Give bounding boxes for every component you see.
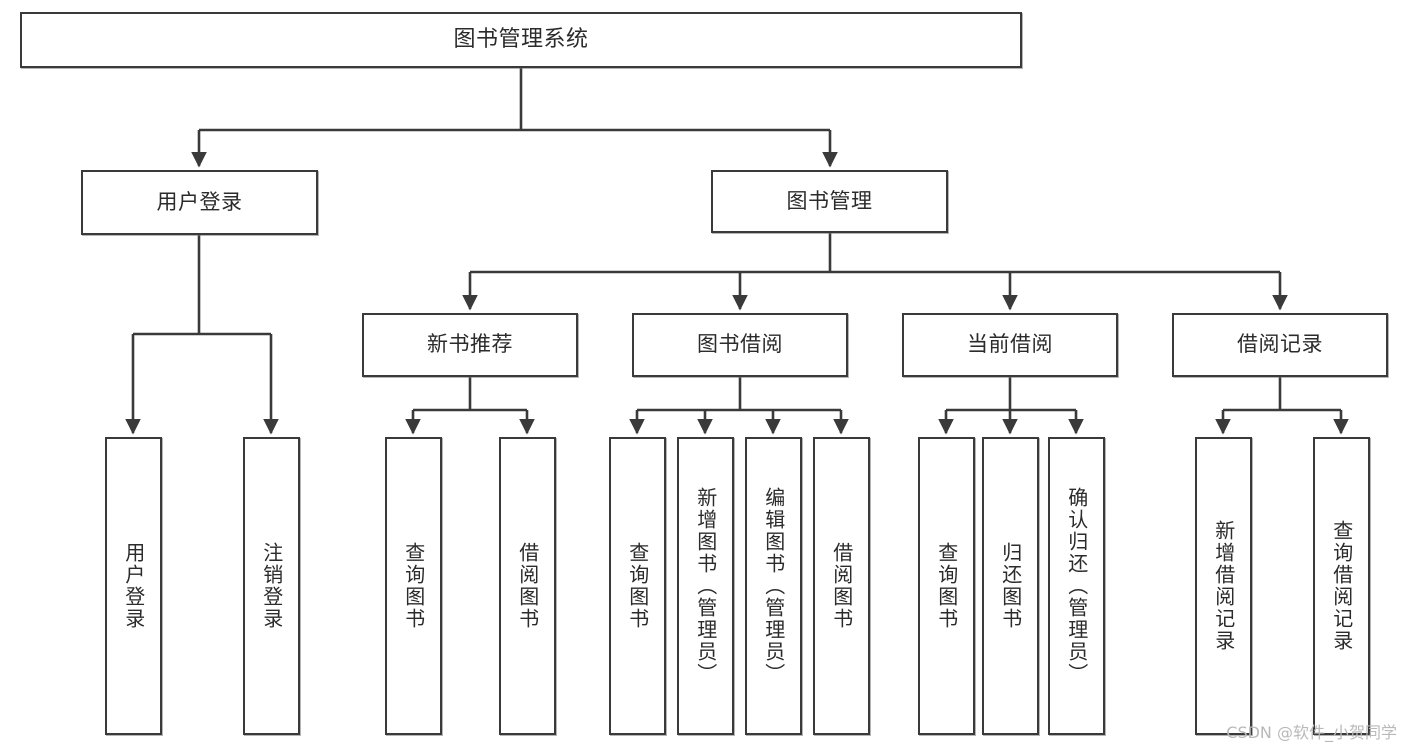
node-user-login-label: 用户登录 [156, 189, 243, 214]
leaf-book-borrow-2-label: 新增图书（管理员） [693, 487, 718, 685]
node-new-book[interactable]: 新书推荐 [362, 313, 578, 377]
leaf-book-borrow-1[interactable]: 查询图书 [609, 437, 666, 735]
node-book-manage[interactable]: 图书管理 [711, 170, 948, 233]
node-book-manage-label: 图书管理 [786, 188, 873, 213]
leaf-book-borrow-4-label: 借阅图书 [829, 542, 854, 630]
leaf-current-borrow-3-label: 确认归还（管理员） [1064, 487, 1089, 685]
leaf-borrow-record-2[interactable]: 查询借阅记录 [1313, 437, 1370, 735]
node-new-book-label: 新书推荐 [427, 332, 513, 357]
watermark-text: CSDN @软件_小贺同学 [1226, 723, 1397, 742]
leaf-current-borrow-1[interactable]: 查询图书 [918, 437, 975, 735]
leaf-current-borrow-2[interactable]: 归还图书 [982, 437, 1039, 735]
node-book-borrow-label: 图书借阅 [697, 332, 783, 357]
node-user-login[interactable]: 用户登录 [81, 170, 318, 235]
node-root-label: 图书管理系统 [453, 26, 589, 52]
leaf-new-book-1[interactable]: 查询图书 [385, 437, 442, 735]
leaf-book-borrow-1-label: 查询图书 [625, 542, 650, 630]
node-current-borrow-label: 当前借阅 [967, 332, 1053, 357]
leaf-current-borrow-1-label: 查询图书 [934, 542, 959, 630]
leaf-borrow-record-1[interactable]: 新增借阅记录 [1195, 437, 1252, 735]
node-borrow-record[interactable]: 借阅记录 [1172, 313, 1388, 377]
node-borrow-record-label: 借阅记录 [1237, 332, 1323, 357]
leaf-user-login-1-label: 用户登录 [121, 542, 146, 630]
leaf-new-book-2[interactable]: 借阅图书 [499, 437, 556, 735]
leaf-current-borrow-3[interactable]: 确认归还（管理员） [1048, 437, 1105, 735]
leaf-user-login-2-label: 注销登录 [259, 542, 284, 630]
leaf-book-borrow-4[interactable]: 借阅图书 [813, 437, 870, 735]
leaf-user-login-1[interactable]: 用户登录 [105, 437, 162, 735]
leaf-new-book-2-label: 借阅图书 [515, 542, 540, 630]
leaf-book-borrow-3[interactable]: 编辑图书（管理员） [745, 437, 802, 735]
leaf-borrow-record-1-label: 新增借阅记录 [1211, 520, 1236, 652]
leaf-new-book-1-label: 查询图书 [401, 542, 426, 630]
node-book-borrow[interactable]: 图书借阅 [632, 313, 848, 377]
node-root[interactable]: 图书管理系统 [20, 12, 1022, 68]
node-current-borrow[interactable]: 当前借阅 [902, 313, 1118, 377]
leaf-book-borrow-3-label: 编辑图书（管理员） [761, 487, 786, 685]
leaf-book-borrow-2[interactable]: 新增图书（管理员） [677, 437, 734, 735]
leaf-current-borrow-2-label: 归还图书 [998, 542, 1023, 630]
leaf-borrow-record-2-label: 查询借阅记录 [1329, 520, 1354, 652]
leaf-user-login-2[interactable]: 注销登录 [243, 437, 300, 735]
